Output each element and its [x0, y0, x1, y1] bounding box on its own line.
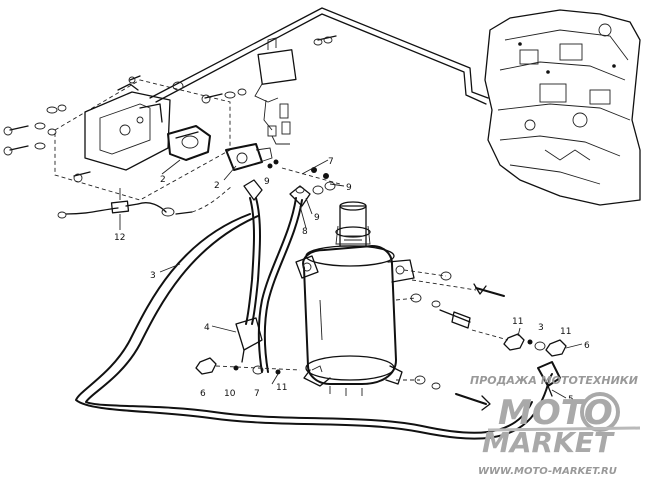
engine-block: [484, 9, 641, 206]
battery-cable: [75, 213, 553, 440]
callout-2-cover: 2: [160, 175, 166, 185]
starter-relay: [254, 37, 297, 145]
solenoid-nuts: [281, 167, 341, 195]
callout-6-nut-left: 6: [200, 389, 206, 399]
callout-3-nut: 3: [538, 323, 544, 333]
watermark-url: WWW.MOTO-MARKET.RU: [478, 466, 617, 477]
terminal-nuts-bottom: [195, 357, 301, 375]
moto-market-watermark: ПРОДАЖА МОТОТЕХНИКИ MOTO MARKET WWW.MOTO…: [470, 374, 641, 477]
mounting-bolts: [395, 269, 505, 411]
terminal-boot: [537, 361, 561, 397]
relay-screws: [201, 35, 337, 104]
callout-11-right-b: 11: [560, 327, 571, 337]
callout-3-cable: 3: [150, 271, 156, 281]
callout-7-upper: 7: [328, 157, 334, 167]
callout-12-fuse: 12: [114, 233, 125, 243]
svg-text:MOTO: MOTO: [498, 393, 613, 433]
callout-10-washer: 10: [224, 389, 236, 399]
top-harness-run: [149, 7, 489, 105]
svg-text:MARKET: MARKET: [482, 426, 615, 459]
callout-9-middle: 9: [264, 177, 270, 187]
mounting-bracket: [54, 79, 231, 201]
callout-5-boot: 5: [568, 395, 574, 405]
leader-lines: [119, 159, 583, 399]
callout-9-upper: 9: [346, 183, 352, 193]
cover-cap: [167, 125, 211, 161]
relay-cable: [235, 179, 263, 363]
callout-7-lower: 7: [254, 389, 260, 399]
callout-2-solenoid: 2: [214, 181, 220, 191]
callout-6-nut-right: 6: [584, 341, 590, 351]
watermark-top-text: ПРОДАЖА МОТОТЕХНИКИ: [470, 374, 638, 387]
starter-motor: [295, 201, 415, 396]
fuse-harness: [57, 185, 233, 226]
terminal-nuts-right: [471, 329, 567, 357]
bracket-screws: [3, 75, 184, 183]
callout-11-bottom: 11: [276, 383, 287, 393]
moto-market-logo: MOTO MARKET: [482, 392, 641, 459]
solenoid: [225, 143, 279, 171]
starter-cable: [257, 185, 311, 373]
logo-swoosh: [487, 426, 641, 432]
callout-4-boot: 4: [204, 323, 210, 333]
callout-8-cable: 8: [302, 227, 308, 237]
callout-9-lower: 9: [314, 213, 320, 223]
callout-11-right-a: 11: [512, 317, 523, 327]
callout-labels: 2 2 3 3 4 5 6 6 7 7 8 9 9 9 10 11 11 11 …: [114, 157, 590, 405]
